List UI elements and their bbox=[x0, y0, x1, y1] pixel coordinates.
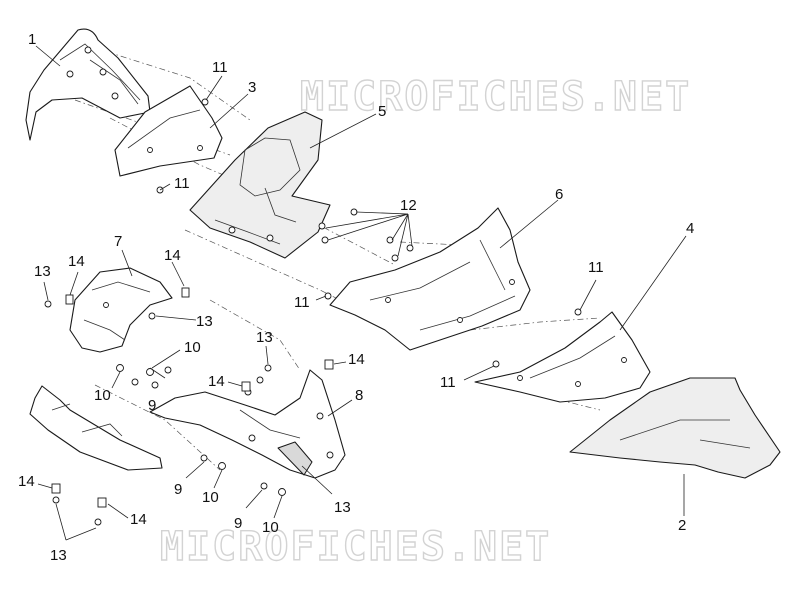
callout-14-d: 14 bbox=[348, 351, 365, 368]
callout-8: 8 bbox=[355, 387, 363, 404]
callout-13-a: 13 bbox=[34, 263, 51, 280]
callout-11-b: 11 bbox=[174, 175, 190, 192]
part-5-center-cowl bbox=[189, 111, 331, 259]
leader-lines bbox=[35, 45, 687, 541]
callout-3: 3 bbox=[248, 79, 256, 96]
callout-11-d: 11 bbox=[440, 374, 456, 391]
lower-left-trim bbox=[29, 385, 163, 471]
part-4-mid-panel bbox=[474, 311, 651, 403]
watermark-top: MICROFICHES.NET bbox=[300, 74, 691, 120]
part-8-lower-bracket bbox=[149, 369, 346, 479]
callout-14-b: 14 bbox=[164, 247, 181, 264]
part-2-lower-fairing bbox=[569, 377, 781, 479]
callout-10-b: 10 bbox=[94, 387, 111, 404]
callout-4: 4 bbox=[686, 220, 694, 237]
callout-10-d: 10 bbox=[262, 519, 279, 536]
callout-13-b: 13 bbox=[196, 313, 213, 330]
callout-13-e: 13 bbox=[50, 547, 67, 564]
callout-5: 5 bbox=[378, 103, 386, 120]
hardware-fasteners bbox=[44, 98, 582, 526]
callout-10-a: 10 bbox=[184, 339, 201, 356]
part-1-front-panel bbox=[25, 28, 151, 141]
callouts: 1 2 3 4 5 6 7 8 9 9 9 10 10 10 10 11 11 … bbox=[18, 31, 694, 564]
callout-14-e: 14 bbox=[18, 473, 35, 490]
callout-9-a: 9 bbox=[148, 397, 156, 414]
callout-9-c: 9 bbox=[234, 515, 242, 532]
watermark-bottom: MICROFICHES.NET bbox=[160, 524, 551, 570]
callout-6: 6 bbox=[555, 186, 563, 203]
callout-7: 7 bbox=[114, 233, 122, 250]
callout-13-c: 13 bbox=[256, 329, 273, 346]
callout-1: 1 bbox=[28, 31, 36, 48]
callout-10-c: 10 bbox=[202, 489, 219, 506]
part-6-side-panel bbox=[329, 207, 531, 351]
callout-14-a: 14 bbox=[68, 253, 85, 270]
callout-11-e: 11 bbox=[588, 259, 604, 276]
callout-12: 12 bbox=[400, 197, 417, 214]
callout-13-d: 13 bbox=[334, 499, 351, 516]
callout-11-a: 11 bbox=[212, 59, 228, 76]
part-3-inner-panel bbox=[114, 85, 223, 177]
callout-9-b: 9 bbox=[174, 481, 182, 498]
callout-14-f: 14 bbox=[130, 511, 147, 528]
callout-2: 2 bbox=[678, 517, 686, 534]
part-7-inner-bracket bbox=[69, 267, 173, 353]
callout-11-c: 11 bbox=[294, 294, 310, 311]
callout-14-c: 14 bbox=[208, 373, 225, 390]
